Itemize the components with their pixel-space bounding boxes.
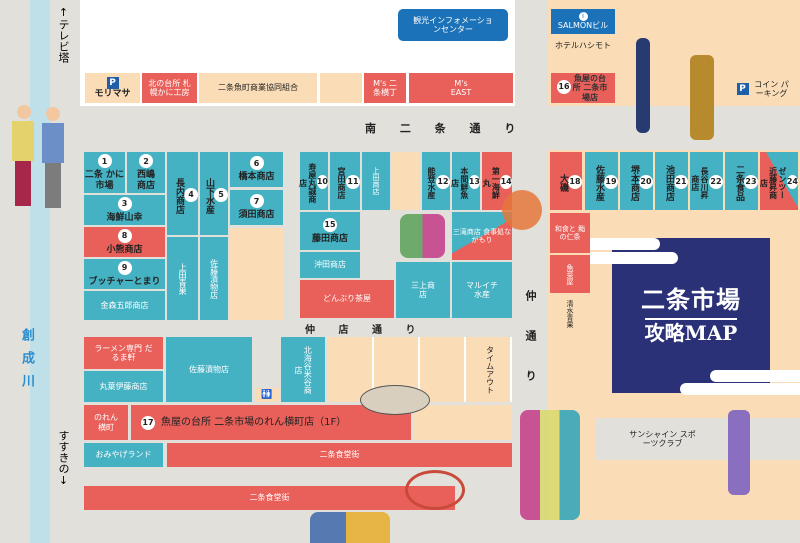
- traveler-illustration: [728, 410, 750, 495]
- river-label: 創成川: [19, 328, 34, 397]
- shop-mitaki[interactable]: 三滝商店 食事処ながもり: [452, 212, 512, 260]
- cloud-decoration: [680, 383, 800, 395]
- sunshine-sports-club[interactable]: サンシャイン スポーツクラブ: [595, 418, 800, 460]
- blank-lot: [413, 405, 512, 440]
- blank-lot: [230, 228, 283, 320]
- cloud-decoration: [710, 370, 800, 382]
- toilet-icon: 🚻: [255, 388, 279, 402]
- shop-sato-tsukemono[interactable]: 佐藤漬物店: [200, 237, 228, 320]
- cloud-decoration: [590, 252, 678, 264]
- shop-kanamori[interactable]: 金森五郎商店: [84, 291, 165, 320]
- traveler-illustration: [690, 55, 714, 140]
- flounder-illustration: [360, 385, 430, 415]
- shop-omiyage-land[interactable]: おみやげランド: [84, 443, 163, 467]
- tv-tower-direction: ↑テレビ塔: [57, 6, 70, 63]
- parking-icon: P: [736, 83, 749, 95]
- nijo-shokudo-gai-1[interactable]: 二条食堂街: [167, 443, 512, 467]
- shop-okita[interactable]: 沖田商店: [300, 252, 360, 278]
- family-illustration: [310, 512, 390, 543]
- cloud-decoration: [590, 238, 660, 250]
- shop-donburi[interactable]: どんぶり茶屋: [300, 280, 394, 318]
- people-illustration: [12, 105, 72, 215]
- shop-kitakaiya[interactable]: 北海谷米谷商店: [281, 337, 325, 402]
- info-center-callout[interactable]: 観光インフォメーションセンター: [398, 9, 508, 41]
- shop-sato-tsukemono-2[interactable]: 佐藤漬物店: [166, 337, 252, 402]
- map-title: 二条市場: [641, 285, 741, 315]
- shop-maruichi[interactable]: マルイチ水産: [452, 262, 512, 318]
- shop-maruha-ito[interactable]: 丸葉伊藤商店: [84, 371, 163, 402]
- octopus-illustration: [502, 190, 542, 230]
- traveler-illustration: [636, 38, 650, 133]
- kumiai[interactable]: 二条魚町商業協同組合: [199, 73, 317, 103]
- shop-noren-yokocho[interactable]: のれん横町: [84, 405, 128, 440]
- street-minami2jo: 南 二 条 通 り: [365, 122, 526, 135]
- shop-ueda-shoten[interactable]: 上田商店: [362, 152, 390, 210]
- shop-ms-east[interactable]: M's EAST: [409, 73, 513, 103]
- people-illustration: [520, 410, 580, 520]
- parking-icon: P: [106, 76, 119, 89]
- shop-kitanodaidokoro[interactable]: 北の台所 札幌かに工房: [142, 73, 197, 103]
- street-nakadori: 仲 通 り: [524, 290, 537, 389]
- map-subtitle: 攻略MAP: [644, 317, 738, 345]
- nijo-shokudo-gai-2[interactable]: 二条食堂街: [84, 486, 455, 510]
- crab-illustration: [405, 470, 465, 510]
- shop-ueda-seika[interactable]: 上田青果: [167, 237, 198, 320]
- shop-gyosaiya[interactable]: 魚菜屋: [550, 255, 590, 293]
- blank-lot: [320, 73, 362, 103]
- shop-washoku-nijo[interactable]: 和食と 鮨の仁条: [550, 213, 590, 253]
- susukino-direction: すすきの↓: [57, 430, 70, 487]
- info-icon: i: [578, 12, 588, 22]
- shop-ramen-daruma[interactable]: ラーメン専門 だるま軒: [84, 337, 163, 369]
- river: [30, 0, 50, 543]
- blank-lot: [392, 152, 420, 210]
- hotel-hashimoto[interactable]: ホテルハシモト: [555, 41, 611, 51]
- couple-illustration: [400, 214, 445, 258]
- shop-mikami[interactable]: 三上商店: [396, 262, 450, 318]
- street-nakamise: 仲 店 通 り: [305, 325, 426, 336]
- shop-ms-yokocho[interactable]: M's 二条横丁: [364, 73, 406, 103]
- shop-shimizu-seika[interactable]: 清水青果: [550, 295, 590, 333]
- shop-timeout[interactable]: タイムアウト: [470, 340, 510, 400]
